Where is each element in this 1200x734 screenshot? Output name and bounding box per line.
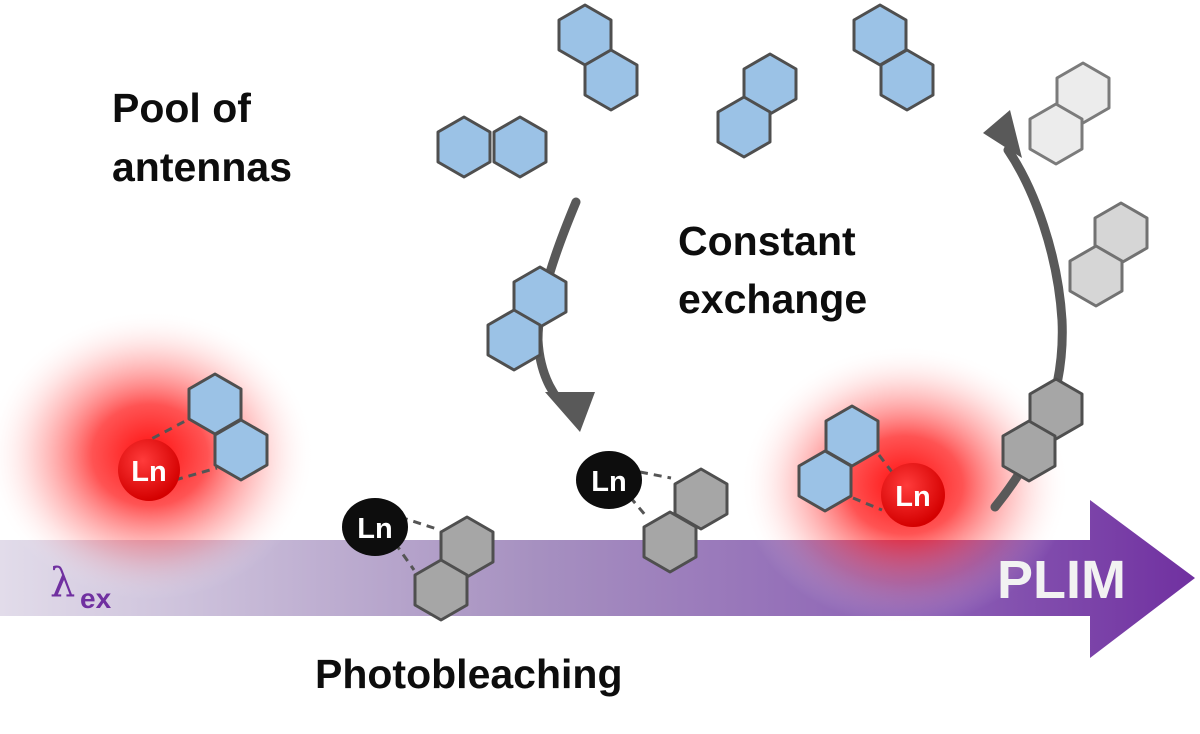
pool-label-line1: Pool of (112, 85, 251, 131)
ln-label: Ln (591, 466, 626, 498)
plim-label: PLIM (997, 550, 1126, 610)
antenna-fresh (852, 3, 935, 112)
antenna-faded (1028, 61, 1111, 166)
coordination-bonds (139, 416, 894, 571)
exchange-label-line1: Constant (678, 218, 856, 264)
ln-ion-quenched: Ln (576, 451, 642, 509)
lambda-subscript: ex (80, 583, 112, 614)
ln-label: Ln (357, 513, 392, 545)
ln-ion-emitting: Ln (118, 439, 180, 501)
antenna-fresh (716, 52, 798, 159)
plim-arrow (0, 500, 1195, 658)
ln-label: Ln (895, 481, 930, 513)
exchange-label-line2: exchange (678, 276, 867, 322)
pool-label-line2: antennas (112, 144, 292, 190)
ln-label: Ln (131, 456, 166, 488)
ln-ion-emitting: Ln (881, 463, 945, 527)
lambda-symbol: λ (50, 560, 75, 606)
antenna-moving (486, 265, 568, 372)
antenna-fresh (557, 3, 639, 112)
antenna-faded (1068, 201, 1149, 308)
ln-ion-quenched: Ln (342, 498, 408, 556)
photobleaching-label: Photobleaching (315, 651, 623, 697)
antenna-fresh (436, 115, 548, 179)
arrowhead-down (545, 392, 595, 432)
arrowhead-up (983, 110, 1022, 158)
